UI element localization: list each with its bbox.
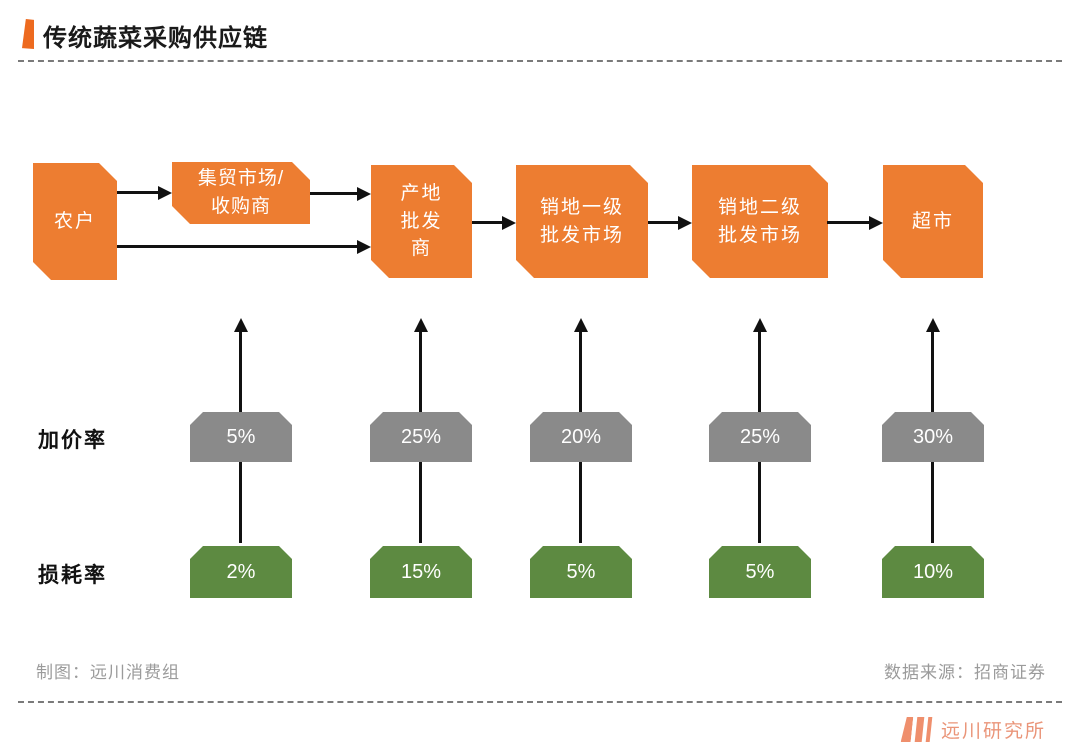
data-source-text: 数据来源：招商证券	[884, 663, 1046, 682]
markup-rate-value: 5%	[190, 412, 292, 462]
node-secondary-wholesale-market: 销地二级 批发市场	[692, 165, 828, 278]
brand-bars-icon	[901, 717, 933, 742]
node-origin-wholesaler: 产地 批发 商	[371, 165, 472, 278]
arrow-origin-to-primary-market	[472, 215, 516, 230]
credit-text: 制图：远川消费组	[36, 663, 180, 682]
node-supermarket: 超市	[883, 165, 983, 278]
loss-rate-value: 5%	[709, 546, 811, 598]
loss-rate-value: 15%	[370, 546, 472, 598]
brand-name: 远川研究所	[940, 721, 1046, 742]
markup-rate-value: 25%	[709, 412, 811, 462]
page-title: 传统蔬菜采购供应链	[43, 25, 268, 52]
loss-rate-value: 10%	[882, 546, 984, 598]
markup-rate-value: 20%	[530, 412, 632, 462]
markup-rate-value: 30%	[882, 412, 984, 462]
node-farmer: 农户	[33, 163, 117, 280]
node-trade-market: 集贸市场/ 收购商	[172, 162, 310, 224]
title-accent-bar	[22, 19, 34, 49]
markup-rate-label: 加价率	[38, 429, 107, 452]
loss-rate-label: 损耗率	[38, 564, 107, 587]
loss-rate-value: 2%	[190, 546, 292, 598]
arrow-farmer-to-trade-market	[117, 185, 172, 200]
bottom-divider	[18, 701, 1062, 703]
top-divider	[18, 60, 1062, 62]
arrow-primary-to-secondary-market	[648, 215, 692, 230]
arrow-secondary-to-supermarket	[827, 215, 883, 230]
arrow-farmer-to-origin-wholesaler	[117, 239, 371, 254]
arrow-trade-market-to-origin-wholesaler	[310, 186, 371, 201]
brand-logo: 远川研究所	[902, 716, 1046, 743]
node-primary-wholesale-market: 销地一级 批发市场	[516, 165, 648, 278]
loss-rate-value: 5%	[530, 546, 632, 598]
markup-rate-value: 25%	[370, 412, 472, 462]
